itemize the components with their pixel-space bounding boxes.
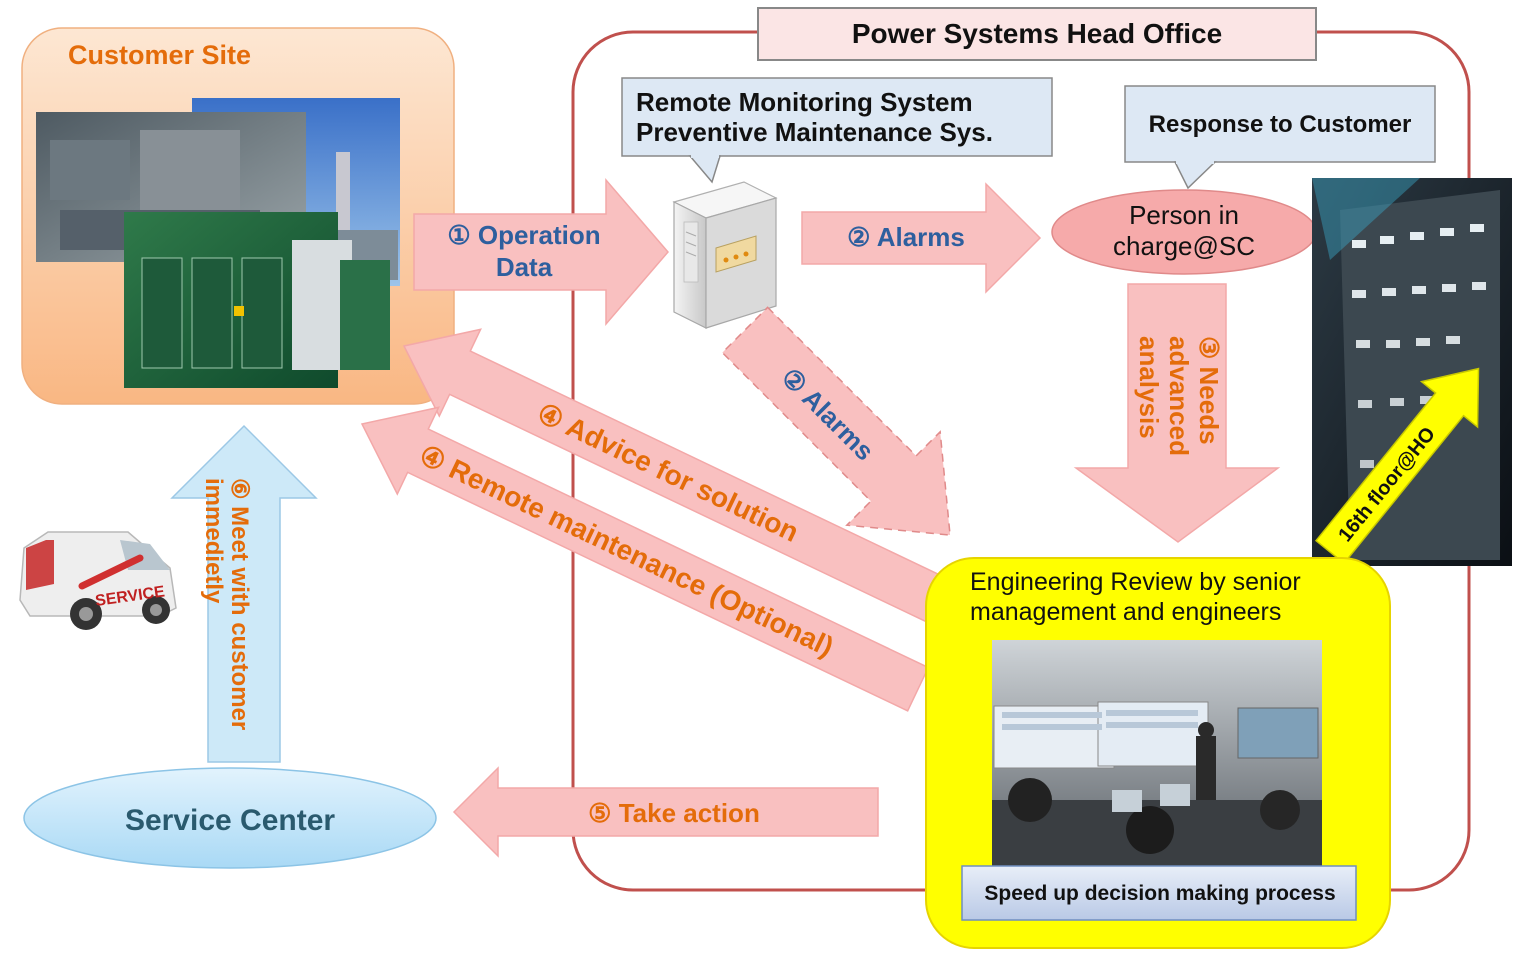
meet-label-line1: ⑥ Meet with customer — [226, 478, 253, 730]
customer-site-label: Customer Site — [68, 40, 251, 70]
service-van-icon: SERVICE — [19, 531, 177, 630]
person-line1: Person in — [1129, 200, 1239, 230]
person-line2: charge@SC — [1113, 231, 1255, 261]
head-office-title-box: Power Systems Head Office — [757, 7, 1317, 61]
meet-customer-arrow — [170, 424, 318, 763]
head-office-title: Power Systems Head Office — [852, 18, 1222, 49]
customer-site-box: Customer Site — [21, 27, 455, 405]
power-plant-photo — [36, 98, 400, 388]
needs-analysis-arrow — [1073, 283, 1281, 543]
service-center-ellipse: Service Center — [23, 767, 437, 869]
needs-label-line3: analysis — [1134, 336, 1164, 439]
service-center-label: Service Center — [125, 804, 335, 837]
review-line2: management and engineers — [970, 598, 1281, 626]
alarms-top-label: ② Alarms — [847, 222, 965, 252]
review-line1: Engineering Review by senior — [970, 568, 1301, 596]
speed-up-label: Speed up decision making process — [984, 882, 1335, 905]
control-room-photo — [992, 640, 1322, 866]
server-icon — [672, 181, 778, 329]
needs-label-line1: ③ Needs — [1194, 336, 1224, 445]
needs-label-group: ③ Needs advanced analysis — [1134, 336, 1224, 456]
rms-label-box: Remote Monitoring System Preventive Main… — [621, 77, 1053, 184]
meet-label-group: ⑥ Meet with customer immedietly — [200, 478, 253, 730]
needs-label-line2: advanced — [1164, 336, 1194, 456]
take-action-label: ⑤ Take action — [588, 798, 760, 828]
alarms-arrow-top — [801, 182, 1042, 294]
take-action-arrow — [452, 766, 879, 858]
rms-label-line2: Preventive Maintenance Sys. — [636, 117, 993, 147]
operation-label-line1: ① Operation — [447, 220, 600, 250]
response-label: Response to Customer — [1149, 111, 1412, 138]
meet-label-line2: immedietly — [200, 478, 227, 604]
operation-label-line2: Data — [496, 252, 553, 282]
response-label-box: Response to Customer — [1124, 85, 1436, 190]
rms-label-line1: Remote Monitoring System — [636, 87, 973, 117]
engineering-review-box: Engineering Review by senior management … — [925, 557, 1391, 949]
person-in-charge-ellipse: Person in charge@SC — [1051, 189, 1317, 275]
operation-data-arrow — [413, 177, 669, 327]
